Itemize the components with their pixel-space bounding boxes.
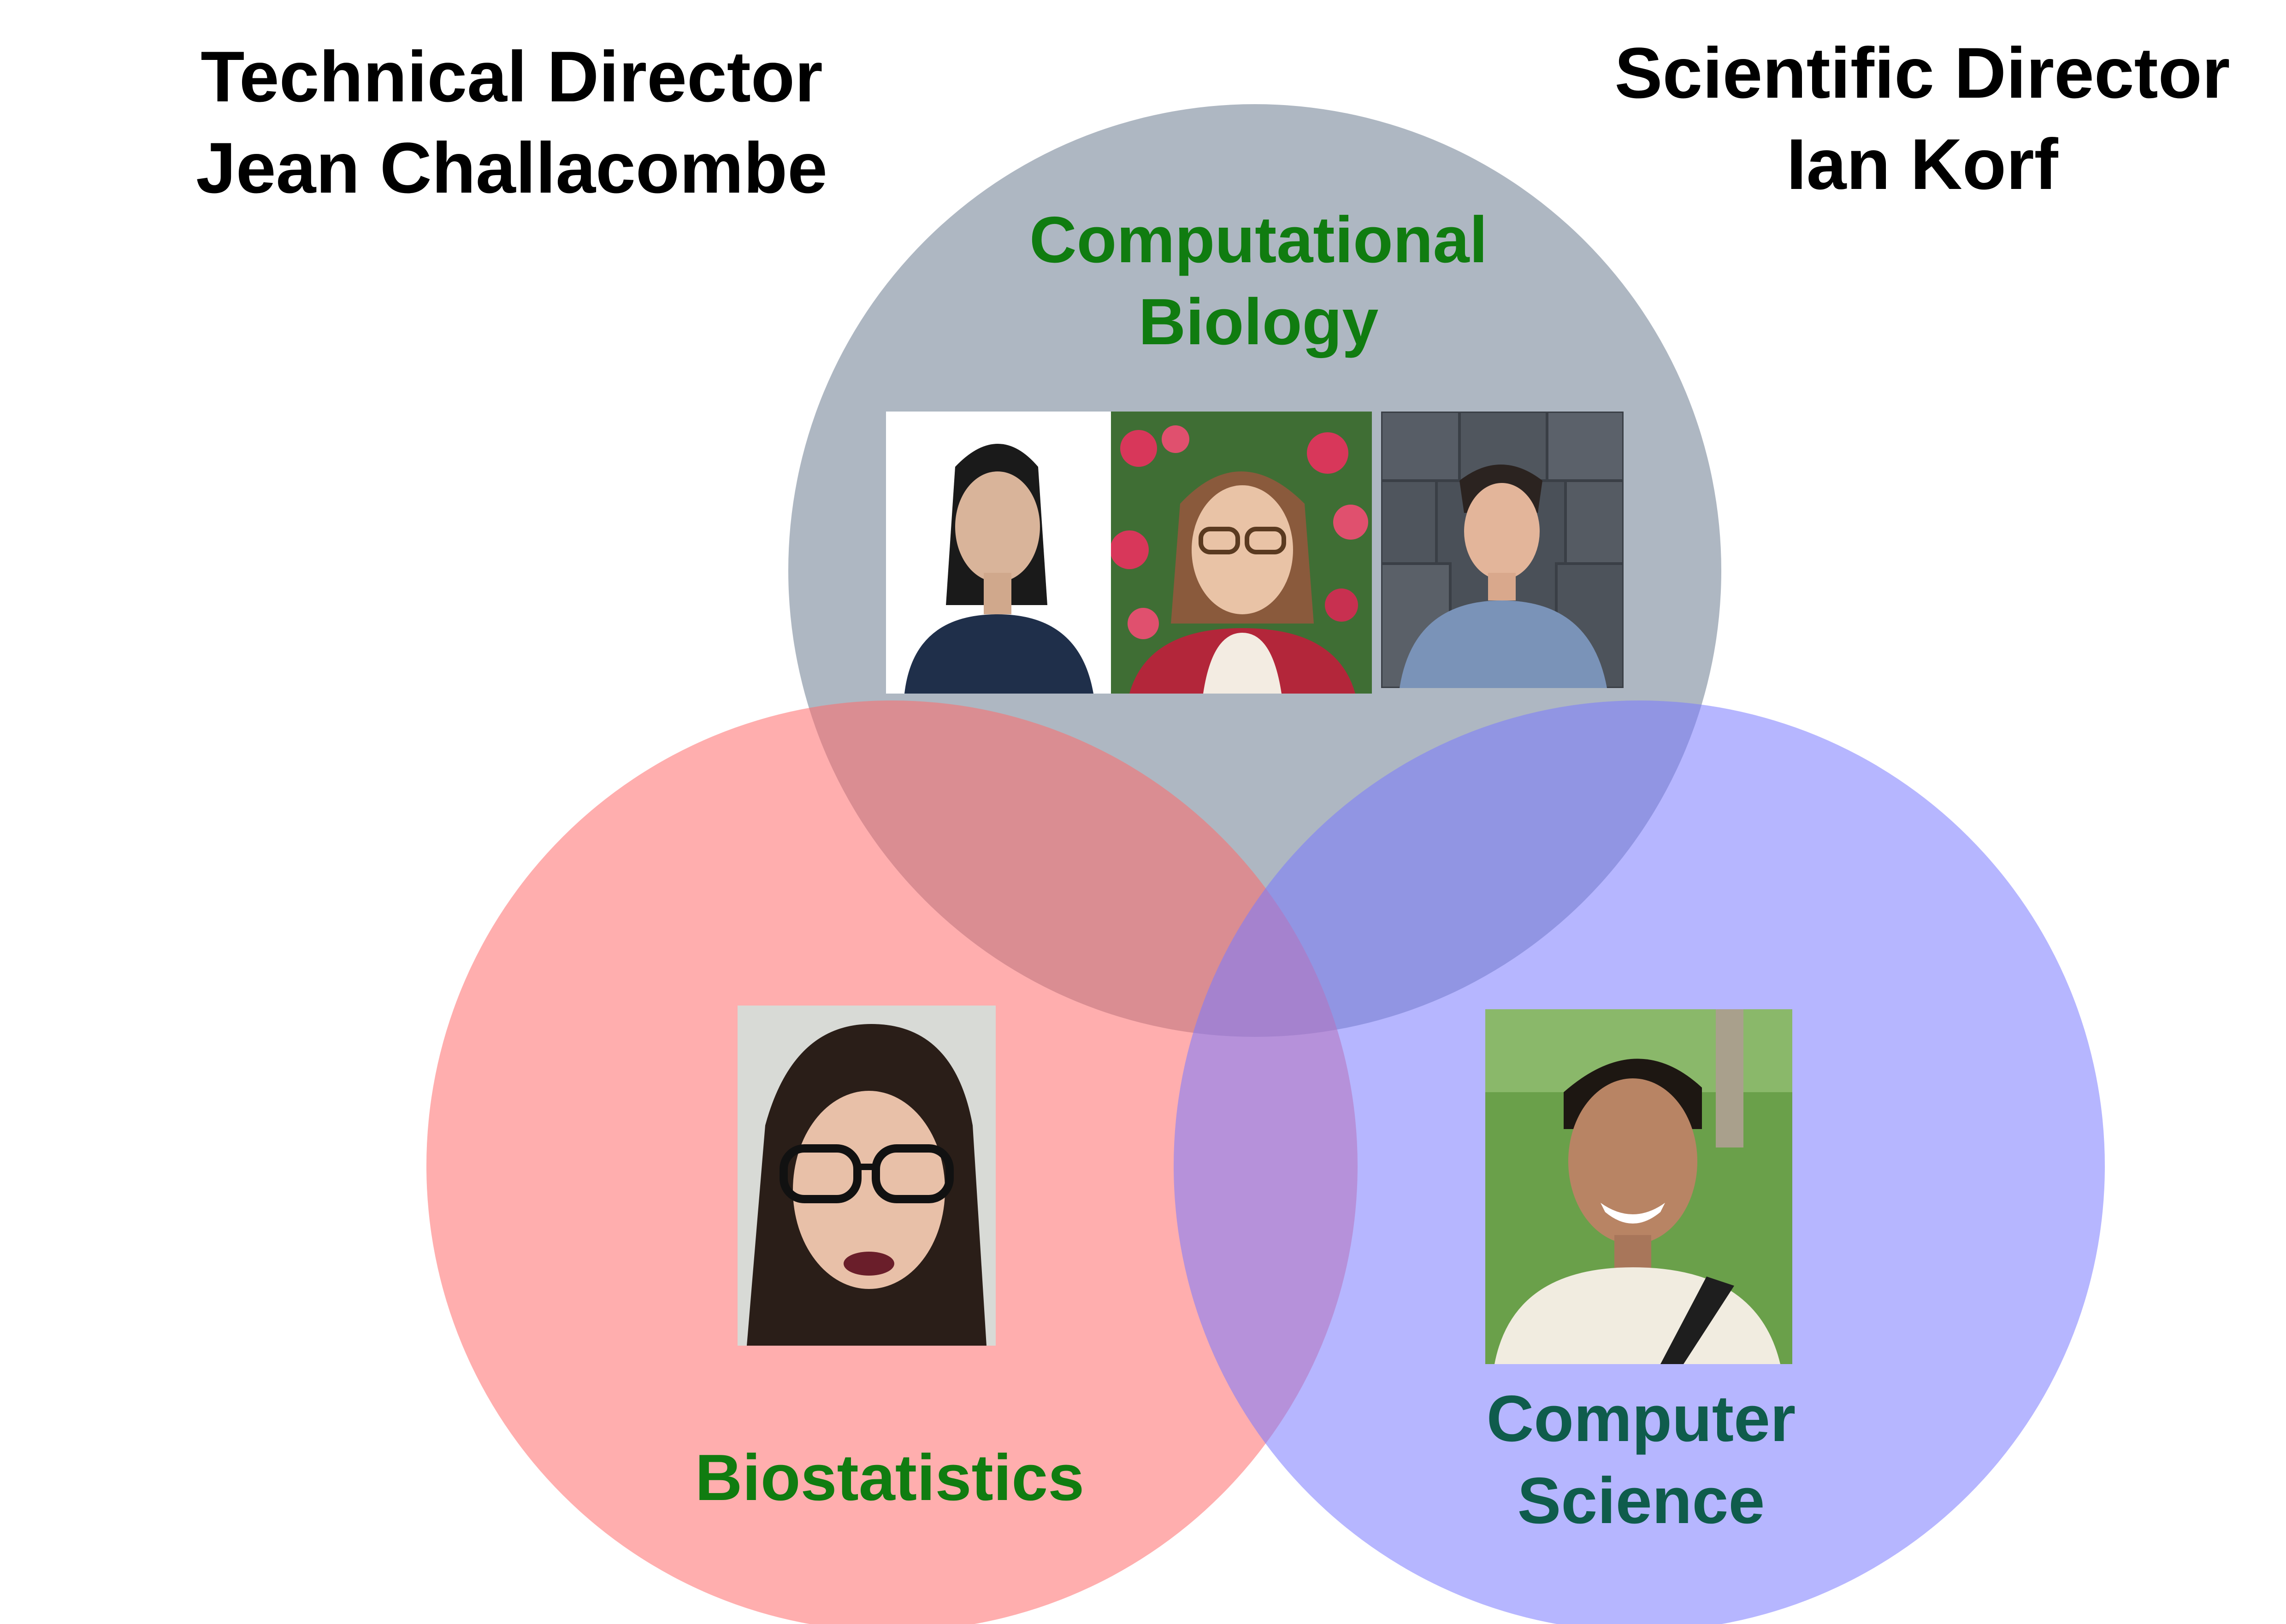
biostatistics-label-line1: Biostatistics bbox=[695, 1441, 1085, 1514]
computer-science-label: Computer Science bbox=[1341, 1378, 1941, 1542]
person-portrait-icon bbox=[886, 412, 1111, 694]
computer-science-label-line2: Science bbox=[1517, 1464, 1765, 1537]
computational-biology-label-line1: Computational bbox=[1029, 203, 1488, 277]
technical-director-heading: Technical Director Jean Challacombe bbox=[166, 31, 857, 214]
biostatistics-label: Biostatistics bbox=[590, 1437, 1189, 1519]
computational-biology-label-line2: Biology bbox=[1138, 285, 1379, 359]
scientific-director-name: Ian Korf bbox=[1786, 124, 2058, 205]
computational-biology-label: Computational Biology bbox=[936, 199, 1581, 363]
person-portrait-icon bbox=[738, 1006, 996, 1346]
scientific-director-heading: Scientific Director Ian Korf bbox=[1577, 28, 2268, 210]
technical-director-name: Jean Challacombe bbox=[196, 128, 827, 208]
person-portrait-icon bbox=[1485, 1009, 1792, 1364]
technical-director-role: Technical Director bbox=[201, 37, 823, 117]
computer-science-label-line1: Computer bbox=[1486, 1382, 1796, 1455]
scientific-director-role: Scientific Director bbox=[1614, 33, 2230, 113]
person-portrait-icon bbox=[1381, 412, 1624, 688]
person-portrait-icon bbox=[1111, 412, 1372, 694]
